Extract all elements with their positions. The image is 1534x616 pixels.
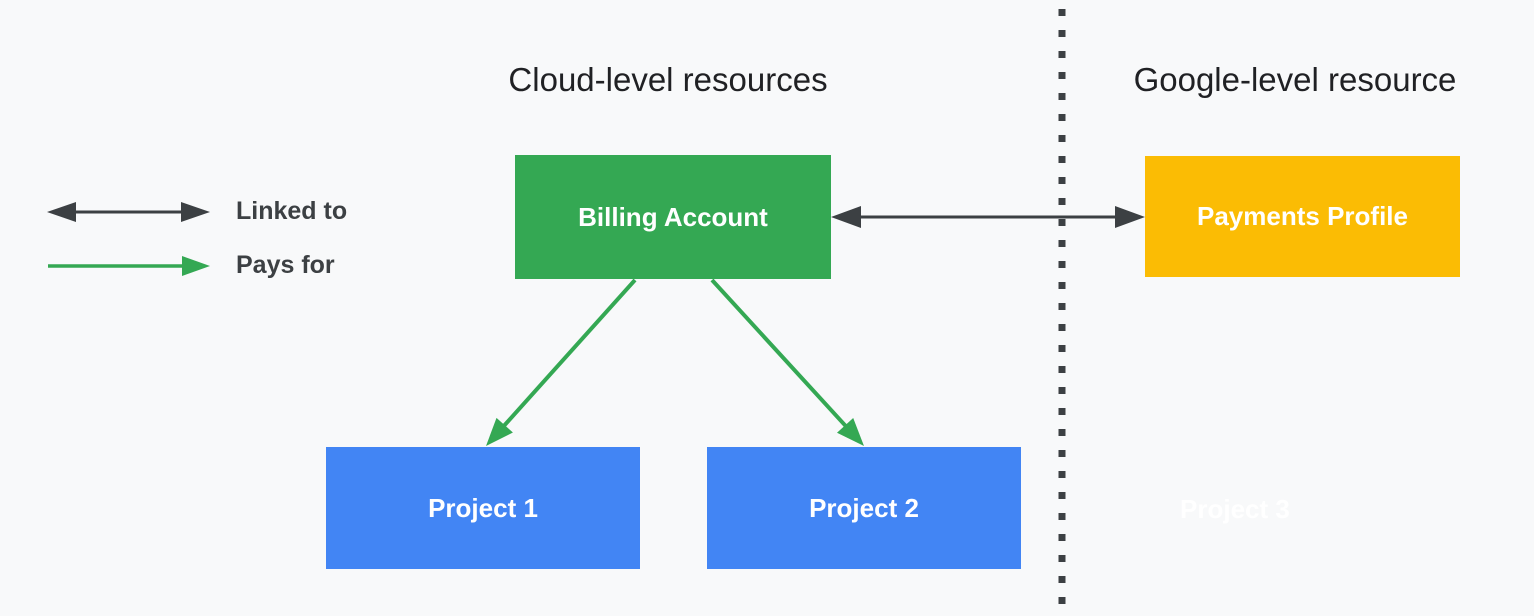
billing-account-node: Billing Account (515, 155, 831, 279)
project-3-ghost-label: Project 3 (1180, 494, 1290, 524)
edge-billing-project1-pays-arrow (486, 278, 637, 446)
edge-billing-payments-linked-arrow (831, 206, 1145, 228)
edge-billing-project2-pays-arrow (710, 278, 864, 446)
billing-account-label: Billing Account (578, 201, 768, 232)
project-2-node: Project 2 (707, 447, 1021, 569)
project-1-label: Project 1 (428, 492, 538, 523)
payments-profile-node: Payments Profile (1145, 156, 1460, 277)
legend-pays-for-label: Pays for (236, 251, 335, 279)
legend-pays-for-arrow (48, 256, 210, 276)
project-1-node: Project 1 (326, 447, 640, 569)
legend-linked-to-arrow (47, 202, 210, 222)
google-level-heading: Google-level resource (1133, 61, 1457, 98)
project-2-label: Project 2 (809, 492, 919, 523)
legend-linked-to-label: Linked to (236, 197, 348, 225)
payments-profile-label: Payments Profile (1197, 201, 1408, 231)
cloud-level-heading: Cloud-level resources (508, 61, 828, 98)
